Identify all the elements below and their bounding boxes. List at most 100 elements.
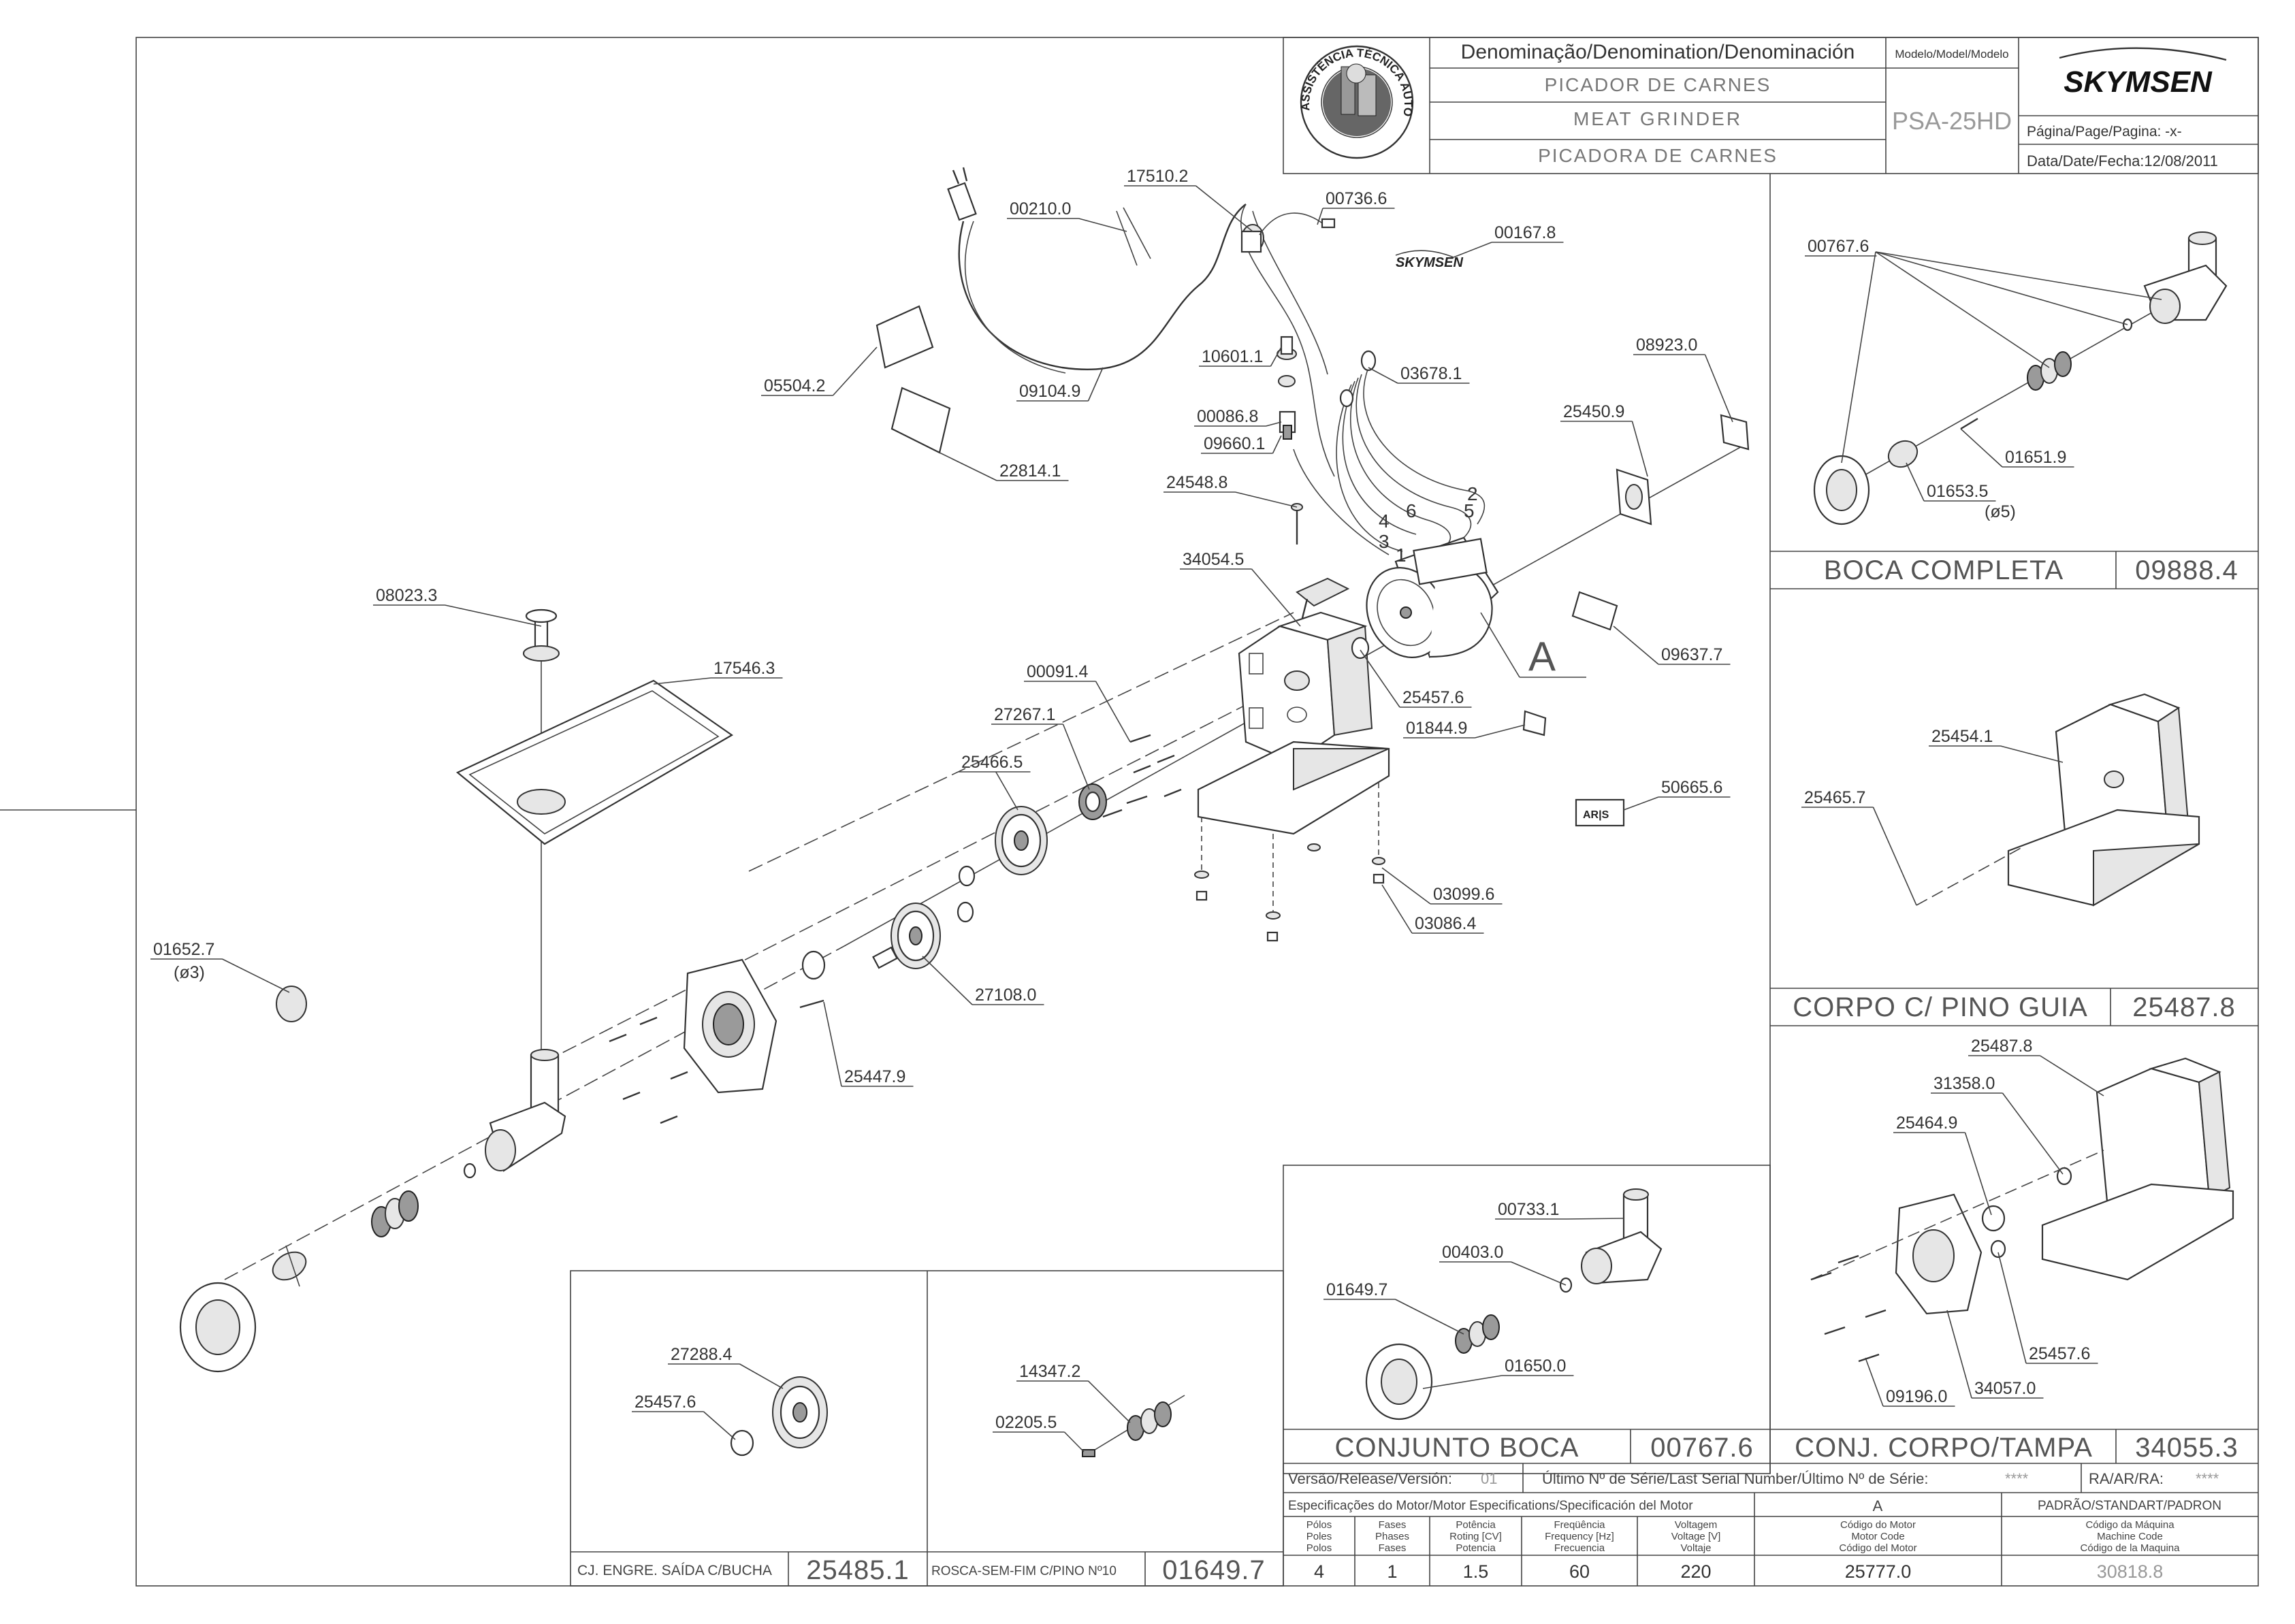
ct-25464: 25464.9 [1896,1114,1957,1133]
label-096601: 09660.1 [1204,434,1265,453]
spec-header-2-2: Potencia [1456,1542,1496,1554]
svg-text:ASSISTÊNCIA TÉCNICA AUTORIZADA: ASSISTÊNCIA TÉCNICA AUTORIZADA [0,0,1415,117]
washer-a [958,865,976,887]
cb-01650: 01650.0 [1505,1357,1566,1376]
panel-title-conjunto_boca: CONJUNTO BOCA [1335,1433,1579,1463]
label-091049: 09104.9 [1019,382,1080,401]
ro-14347: 14347.2 [1019,1362,1080,1381]
motor-spec-header: Especificações do Motor/Motor Especifica… [1288,1499,1693,1513]
label-175102: 17510.2 [1127,167,1188,186]
label-254479: 25447.9 [844,1067,905,1086]
wire-number-3: 3 [1379,531,1390,552]
label-080233-leader [445,604,542,627]
ro-14347-leader [1087,1380,1131,1423]
cp-25465-leader [1872,807,1917,906]
ring-nut [179,1282,257,1373]
wire-number-2: 2 [1467,483,1478,504]
spec-header-5-2: Código del Motor [1839,1542,1916,1554]
label-055042: 05504.2 [764,376,825,395]
spec-header-2-1: Roting [CV] [1449,1531,1502,1542]
panel-code-engrenagem: 25485.1 [806,1555,910,1585]
bc-00767: 00767.6 [1808,237,1869,256]
wire-number-6: 6 [1406,500,1417,521]
panel-title-corpo_pino: CORPO C/ PINO GUIA [1793,992,2088,1022]
label-000914-leader [1095,681,1131,743]
feed-tray [455,679,734,845]
page-label: Página/Page/Pagina: -x- [2027,124,2182,140]
worm-screw [371,1190,419,1237]
motor-code-header: A [1873,1497,1883,1514]
label-089230-leader [1704,354,1733,423]
spec-value-0: 4 [1314,1561,1324,1582]
spec-header-4-1: Voltage [V] [1671,1531,1721,1542]
label-254576: 25457.6 [1402,688,1464,707]
label-016527: 01652.7 [153,940,214,959]
panel-code-conjunto_boca: 00767.6 [1650,1433,1754,1463]
label-002100: 00210.0 [1010,199,1071,218]
pin-25447 [799,999,824,1009]
label-001678: 00167.8 [1494,223,1556,242]
ct-25487-leader [2040,1055,2104,1097]
serial-value: **** [2005,1470,2029,1487]
en-25457: 25457.6 [635,1393,696,1412]
standard-header: PADRÃO/STANDART/PADRON [2038,1498,2221,1513]
ct-09196-leader [1865,1357,1884,1407]
label-030996: 03099.6 [1433,885,1494,904]
spec-columns: PólosPolesPolos4FasesPhasesFases1Potênci… [1306,1519,2180,1582]
label-card-22814 [890,387,951,454]
label-055042-leader [832,346,878,396]
ra-label: RA/AR/RA: [2089,1470,2164,1487]
front-cover [683,958,777,1094]
rosca-drawing [1082,1395,1185,1457]
gear-27108 [872,903,941,969]
label-254509: 25450.9 [1563,402,1624,421]
panel-frames [570,174,2258,1587]
spec-header-0-2: Polos [1306,1542,1332,1554]
view-marker-a: A [1528,634,1556,679]
cb-01649: 01649.7 [1326,1280,1387,1299]
plate-01844 [1522,710,1547,736]
panel-code-corpo_tampa: 34055.3 [2135,1433,2238,1463]
wire-number-1: 1 [1396,545,1407,566]
bearing [1351,636,1370,660]
label-175463: 17546.3 [713,659,775,678]
cover-screws [609,1016,688,1124]
version-value: 01 [1481,1470,1497,1487]
label-254479-leader [823,1001,842,1087]
model-header: Modelo/Model/Modelo [1895,48,2008,61]
cp-25454: 25454.1 [1931,727,1993,746]
bc-01653-leader [1906,462,1925,502]
bracket [1720,414,1750,451]
spec-header-1-1: Phases [1375,1531,1409,1542]
label-228141-leader [939,452,997,481]
date-label: Data/Date/Fecha:12/08/2011 [2027,152,2218,169]
bc-01651: 01651.9 [2005,448,2066,467]
spec-header-5-0: Código do Motor [1840,1519,1916,1531]
view-marker-leader [1480,612,1520,678]
label-245488-leader [1235,491,1298,508]
cutting-plate [272,1245,307,1287]
label-175102-leader [1195,185,1253,232]
cb-00403-leader [1511,1261,1567,1286]
washer-b [957,901,974,923]
label-340545-leader [1251,568,1301,627]
label-106011-leader [1270,346,1282,367]
label-016527-leader [222,958,290,993]
spec-header-0-0: Pólos [1306,1519,1332,1531]
spec-header-6-2: Código de la Maquina [2081,1542,2181,1554]
spec-header-5-1: Motor Code [1851,1531,1904,1542]
label-091049-leader [1087,367,1104,402]
denomination-header: Denominação/Denomination/Denominación [1461,41,1855,63]
ct-25464-leader [1964,1132,1992,1216]
motor [1366,536,1499,658]
label-175463-leader [653,677,711,685]
label-089230: 08923.0 [1636,336,1697,355]
cb-00403: 00403.0 [1442,1243,1503,1262]
label-506656-leader [1623,796,1659,811]
panel-title-corpo_tampa: CONJ. CORPO/TAMPA [1795,1433,2093,1463]
label-018449-leader [1475,724,1526,738]
spec-value-5: 25777.0 [1845,1561,1912,1582]
en-25457-leader [703,1411,736,1440]
